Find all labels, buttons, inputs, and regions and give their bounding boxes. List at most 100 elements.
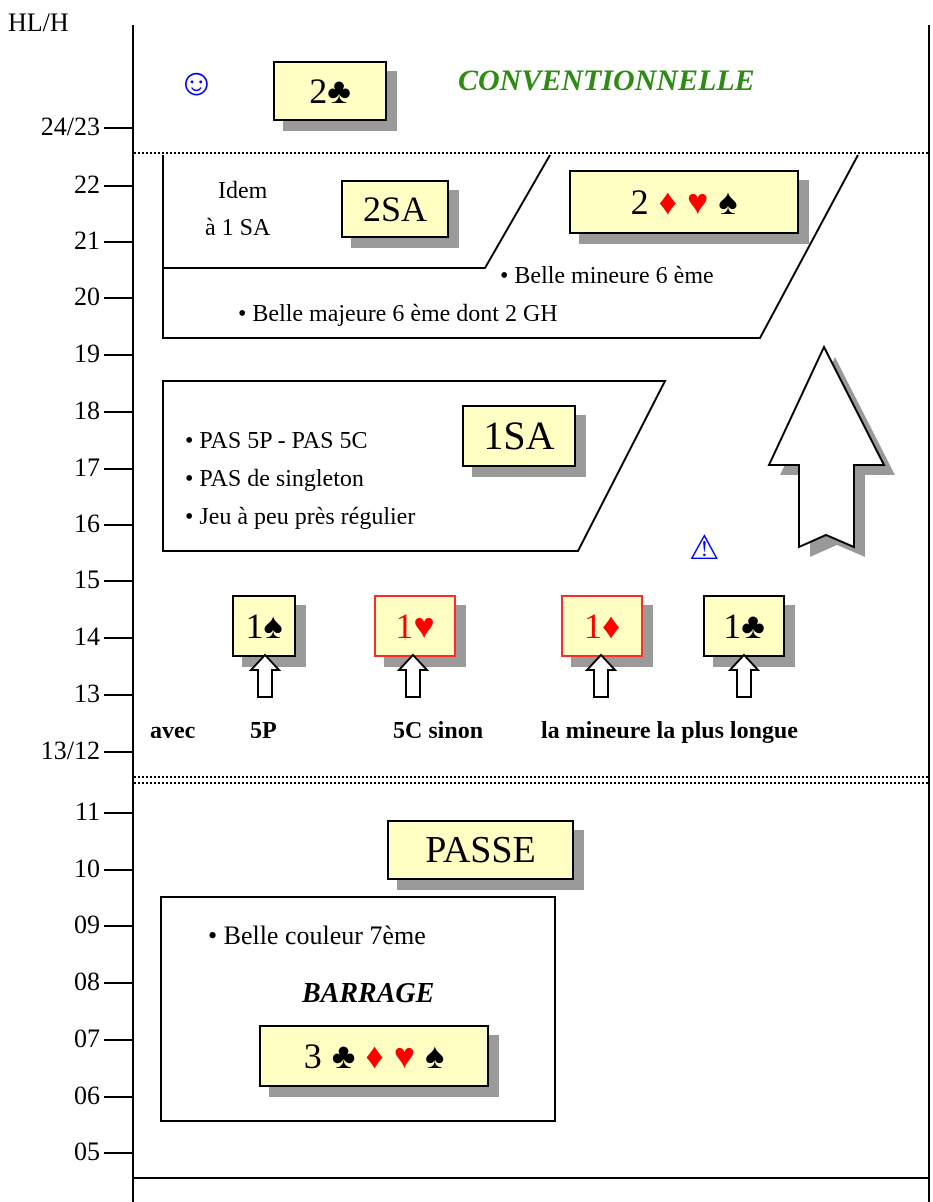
smiley-icon: ☺ (177, 62, 216, 104)
spades-icon-3: ♠ (425, 1036, 445, 1076)
scale-label: 17 (74, 453, 100, 482)
scale-label: 19 (74, 339, 100, 368)
caption-mineure: la mineure la plus longue (541, 718, 798, 744)
card-2-clubs: 2♣ (273, 61, 387, 121)
caption-5p: 5P (250, 718, 277, 744)
note-mineure: • Belle mineure 6 ème (500, 263, 714, 289)
card-3-num: 3 (303, 1036, 322, 1076)
onesa-bullet-2: • PAS de singleton (185, 466, 364, 492)
scale-tick (104, 297, 134, 299)
card-1-spades-num: 1 (245, 606, 264, 646)
scale-axis-line (132, 25, 134, 1202)
scale-label: 15 (74, 565, 100, 594)
scale-tick (104, 1096, 134, 1098)
diamonds-icon-3: ♦ (365, 1036, 384, 1076)
scale-tick (104, 185, 134, 187)
onesa-bullet-1: • PAS 5P - PAS 5C (185, 428, 368, 454)
spades-icon: ♠ (718, 182, 738, 222)
scale-label: 13 (74, 679, 100, 708)
diamonds-icon: ♦ (658, 182, 677, 222)
scale-tick (104, 1152, 134, 1154)
scale-tick (104, 411, 134, 413)
hearts-icon: ♥ (686, 182, 709, 222)
card-3-all-suits: 3 ♣ ♦ ♥ ♠ (259, 1025, 489, 1087)
scale-label: 21 (74, 226, 100, 255)
scale-tick (104, 354, 134, 356)
scale-label: 22 (74, 170, 100, 199)
card-1-diamonds: 1♦ (561, 595, 643, 657)
shape-barrage (160, 896, 556, 1122)
warning-icon: ⚠ (689, 530, 720, 567)
card-1-hearts: 1♥ (374, 595, 456, 657)
card-1-clubs-num: 1 (723, 606, 742, 646)
bottom-line (134, 1177, 928, 1179)
shape-20-22 (162, 154, 859, 339)
scale-label: 06 (74, 1081, 100, 1110)
scale-label: 16 (74, 509, 100, 538)
card-2-reds-spades: 2 ♦ ♥ ♠ (569, 170, 799, 234)
scale-tick (104, 637, 134, 639)
scale-label: 18 (74, 396, 100, 425)
card-2-num: 2 (630, 182, 649, 222)
separator-12-a (134, 776, 928, 778)
scale-label: 13/12 (40, 736, 100, 765)
hearts-icon-3: ♥ (393, 1036, 416, 1076)
scale-tick (104, 468, 134, 470)
barrage-note: • Belle couleur 7ème (208, 921, 426, 950)
barrage-title: BARRAGE (302, 978, 435, 1009)
scale-label: 09 (74, 910, 100, 939)
scale-label: 11 (74, 797, 100, 826)
card-passe: PASSE (387, 820, 574, 880)
up-arrow-icon-1 (248, 653, 282, 698)
up-arrow-icon-2 (396, 653, 430, 698)
card-2sa: 2SA (341, 180, 449, 238)
idem-text-1: Idem (218, 178, 268, 204)
scale-tick (104, 1039, 134, 1041)
scale-label: 14 (74, 622, 100, 651)
scale-tick (104, 812, 134, 814)
scale-tick (104, 925, 134, 927)
spades-icon-1: ♠ (263, 606, 283, 646)
scale-label: 07 (74, 1024, 100, 1053)
scale-label: 20 (74, 282, 100, 311)
scale-tick (104, 580, 134, 582)
scale-header: HL/H (8, 8, 69, 37)
scale-tick (104, 982, 134, 984)
scale-tick (104, 524, 134, 526)
card-1-spades: 1♠ (232, 595, 296, 657)
caption-avec: avec (150, 718, 196, 744)
right-border (928, 25, 930, 1202)
clubs-icon: ♣ (327, 71, 351, 111)
idem-text-2: à 1 SA (205, 215, 271, 241)
scale-tick (104, 869, 134, 871)
up-arrow-icon-3 (584, 653, 618, 698)
separator-12-b (134, 782, 928, 784)
shape-1sa (162, 380, 667, 552)
scale-tick (104, 694, 134, 696)
scale-tick (104, 751, 134, 753)
clubs-icon-1: ♣ (741, 606, 765, 646)
shape-2sa (163, 154, 551, 269)
card-1sa: 1SA (462, 405, 576, 467)
card-2-clubs-num: 2 (309, 71, 328, 111)
scale-label: 05 (74, 1137, 100, 1166)
scale-label: 10 (74, 854, 100, 883)
note-majeure: • Belle majeure 6 ème dont 2 GH (238, 301, 558, 327)
caption-5c: 5C sinon (393, 718, 484, 744)
scale-label: 24/23 (40, 112, 100, 141)
hearts-icon-1: ♥ (413, 606, 435, 646)
clubs-icon-3: ♣ (331, 1036, 356, 1076)
conventional-title: CONVENTIONNELLE (458, 64, 755, 97)
up-arrow-icon-4 (727, 653, 761, 698)
onesa-bullet-3: • Jeu à peu près régulier (185, 504, 416, 530)
card-1-hearts-num: 1 (395, 606, 414, 646)
scale-tick (104, 241, 134, 243)
separator-23 (134, 152, 928, 154)
big-arrow-icon (767, 344, 886, 549)
card-1-diamonds-num: 1 (583, 606, 602, 646)
scale-tick (104, 127, 134, 129)
diamonds-icon-1: ♦ (601, 606, 621, 646)
